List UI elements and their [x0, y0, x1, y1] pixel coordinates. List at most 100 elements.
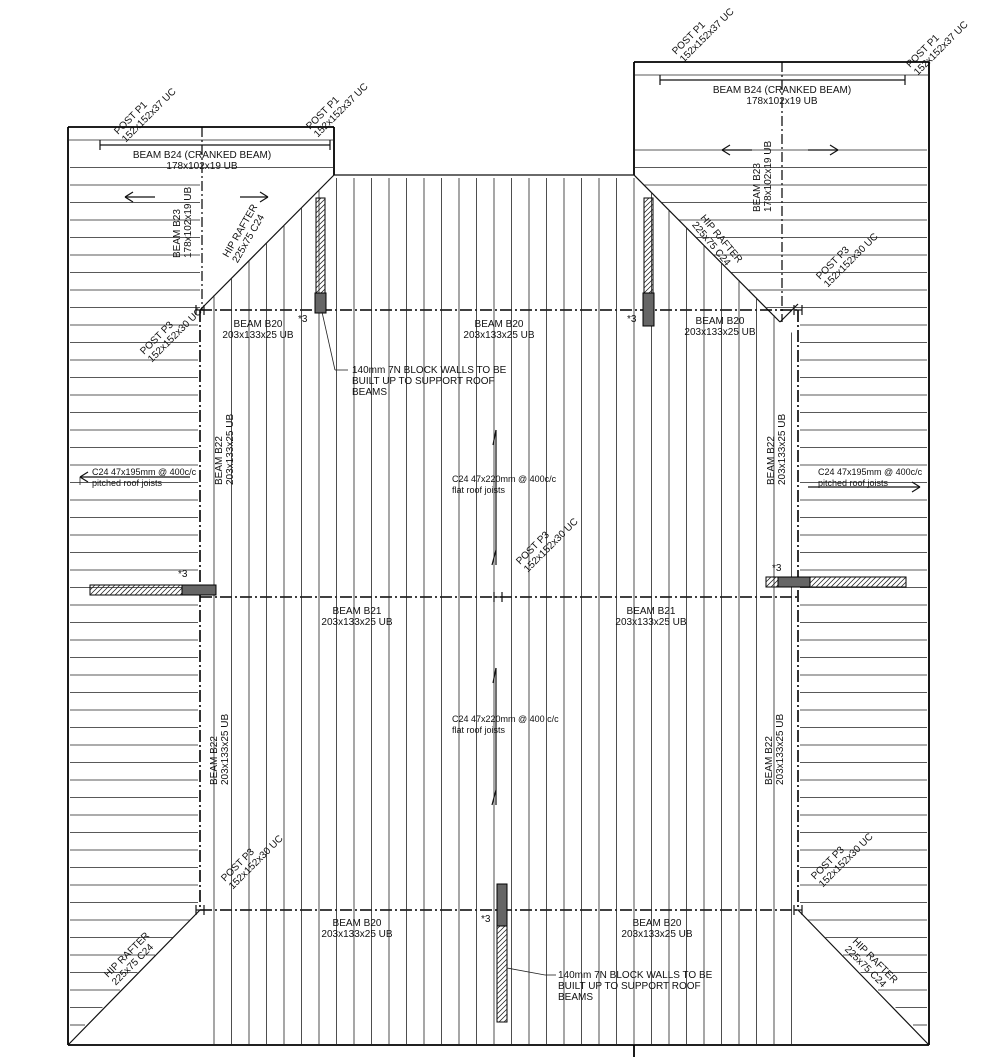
arrowhead — [491, 549, 497, 566]
hatch — [895, 576, 907, 588]
beam-b23-label: 178x102x19 UB — [763, 141, 774, 212]
block-wall-bearing — [642, 292, 655, 327]
beam-b20-label: BEAM B20 — [234, 319, 283, 330]
block-wall-note: BEAMS — [352, 387, 387, 398]
hatch — [496, 983, 508, 995]
hatch — [643, 198, 654, 209]
hatch — [830, 576, 842, 588]
hatch — [315, 213, 326, 224]
hatch — [119, 584, 131, 596]
hatch — [315, 283, 326, 294]
hatch — [815, 576, 827, 588]
beam-b20-label: 203x133x25 UB — [463, 330, 534, 341]
hatch — [315, 263, 326, 274]
hatch — [315, 208, 326, 219]
beam-b22-label: BEAM B22 — [766, 436, 777, 485]
hatch — [496, 938, 508, 950]
beam-b24-label: BEAM B24 (CRANKED BEAM) — [713, 85, 851, 96]
hatch — [643, 258, 654, 269]
hatch — [164, 584, 176, 596]
hatch — [89, 584, 96, 591]
joist-arrow-right — [911, 481, 921, 488]
hatch — [315, 238, 326, 249]
hatch — [169, 584, 181, 596]
span-arrow-right — [259, 191, 269, 198]
beam-b20-label: 203x133x25 UB — [321, 929, 392, 940]
hatch — [643, 278, 654, 289]
hatch — [496, 928, 508, 940]
hatch — [496, 933, 508, 945]
hatch — [643, 238, 654, 249]
hatch — [496, 943, 508, 955]
hatch — [315, 203, 326, 214]
span-arrow-left — [721, 144, 731, 151]
beam-b20-label: 203x133x25 UB — [684, 327, 755, 338]
hatch — [498, 1013, 508, 1023]
beam-b20-label: 203x133x25 UB — [222, 330, 293, 341]
pitched-joist-note: C24 47x195mm @ 400c/c — [92, 467, 197, 477]
block-wall-note: BUILT UP TO SUPPORT ROOF — [558, 981, 701, 992]
span-arrow-left — [124, 196, 134, 203]
hatch — [315, 223, 326, 234]
hip-rafter-top-right-end — [779, 303, 799, 323]
hatch — [765, 576, 777, 588]
arrowhead — [491, 789, 497, 806]
flat-joist-note: C24 47x220mm @ 400c/c — [452, 474, 557, 484]
hatch — [496, 973, 508, 985]
hatch — [643, 208, 654, 219]
hatch — [94, 584, 106, 596]
hatch — [643, 243, 654, 254]
hatch — [885, 576, 897, 588]
hatch — [496, 963, 508, 975]
beam-b20-label: BEAM B20 — [475, 319, 524, 330]
hatch — [870, 576, 882, 588]
hatch — [129, 584, 141, 596]
span-arrow-left — [124, 191, 134, 198]
block-wall-bearing — [181, 584, 217, 596]
hatch — [496, 968, 508, 980]
flat-joist-note: C24 47x220mm @ 400 c/c — [452, 714, 559, 724]
hip-rafter-bottom-left — [67, 909, 201, 1046]
hatch — [643, 223, 654, 234]
hip-rafter-top-right — [633, 174, 781, 323]
beam-b20-label: 203x133x25 UB — [621, 929, 692, 940]
hatch — [315, 228, 326, 239]
hatch — [643, 283, 654, 294]
hatch — [643, 273, 654, 284]
beam-b22-label: BEAM B22 — [209, 736, 220, 785]
hatch — [643, 268, 654, 279]
hatch — [315, 248, 326, 259]
span-arrow-right — [829, 149, 839, 156]
block-wall-bearing — [314, 292, 327, 314]
pitched-joist-note: pitched roof joists — [92, 478, 163, 488]
hatch — [643, 213, 654, 224]
hatch — [496, 1008, 508, 1020]
joist-arrow-left — [79, 476, 89, 483]
hatch — [104, 584, 116, 596]
pitched-joist-note: pitched roof joists — [818, 478, 889, 488]
note-leader-top — [321, 311, 336, 371]
hatch — [315, 258, 326, 269]
hatch — [643, 263, 654, 274]
hatch — [765, 576, 772, 583]
beam-b24-label: 178x102x19 UB — [166, 161, 237, 172]
hatch — [880, 576, 892, 588]
hatch — [134, 584, 146, 596]
hatch — [840, 576, 852, 588]
hatch — [496, 953, 508, 965]
hatch — [855, 576, 867, 588]
hatch — [643, 197, 650, 204]
hatch — [865, 576, 877, 588]
hatch — [315, 233, 326, 244]
hatch — [496, 948, 508, 960]
beam-b22-label: 203x133x25 UB — [775, 714, 786, 785]
beam-b21-label: 203x133x25 UB — [615, 617, 686, 628]
hatch — [875, 576, 887, 588]
hatch — [496, 988, 508, 1000]
span-arrow-left — [721, 149, 731, 156]
beam-b20-label: BEAM B20 — [333, 918, 382, 929]
block-wall-bearing — [777, 576, 811, 588]
hatch — [315, 197, 322, 204]
beam-b20-label: BEAM B20 — [633, 918, 682, 929]
